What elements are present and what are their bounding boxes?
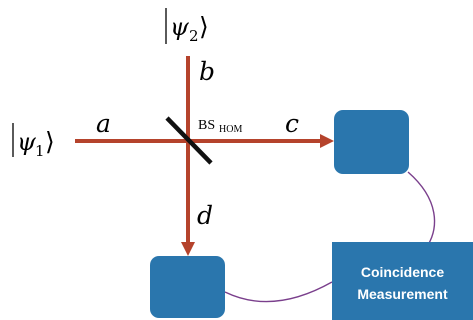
port-label-c: c <box>285 109 299 138</box>
psi1-symbol: ψ <box>17 128 37 156</box>
beam-splitter <box>165 116 213 165</box>
beam-c-arrowhead <box>320 134 334 148</box>
cable-detector-d-to-coincidence <box>224 281 333 303</box>
bs-label-main: BS <box>198 118 215 133</box>
port-label-a: a <box>96 109 111 138</box>
port-label-b: b <box>199 57 215 86</box>
coincidence-label-line1: Coincidence <box>361 264 444 280</box>
psi2-symbol: ψ <box>170 13 190 41</box>
ket-angle-psi2: ⟩ <box>199 12 209 41</box>
port-label-d: d <box>197 201 213 230</box>
cable-detector-c-to-coincidence <box>407 171 436 246</box>
psi2-index: 2 <box>189 27 199 45</box>
detector-d[interactable] <box>150 256 225 318</box>
detector-c[interactable] <box>334 110 409 174</box>
ket-angle-psi1: ⟩ <box>45 127 55 156</box>
bs-label-sub: HOM <box>219 124 242 135</box>
coincidence-measurement-box[interactable] <box>332 242 473 320</box>
input-state-psi2: ψ 2 ⟩ <box>165 8 209 45</box>
beam-d-arrowhead <box>181 242 195 256</box>
input-state-psi1: ψ 1 ⟩ <box>12 123 55 160</box>
psi1-index: 1 <box>35 142 45 160</box>
beam-splitter-label: BS HOM <box>198 118 242 135</box>
coincidence-label-line2: Measurement <box>357 286 448 302</box>
